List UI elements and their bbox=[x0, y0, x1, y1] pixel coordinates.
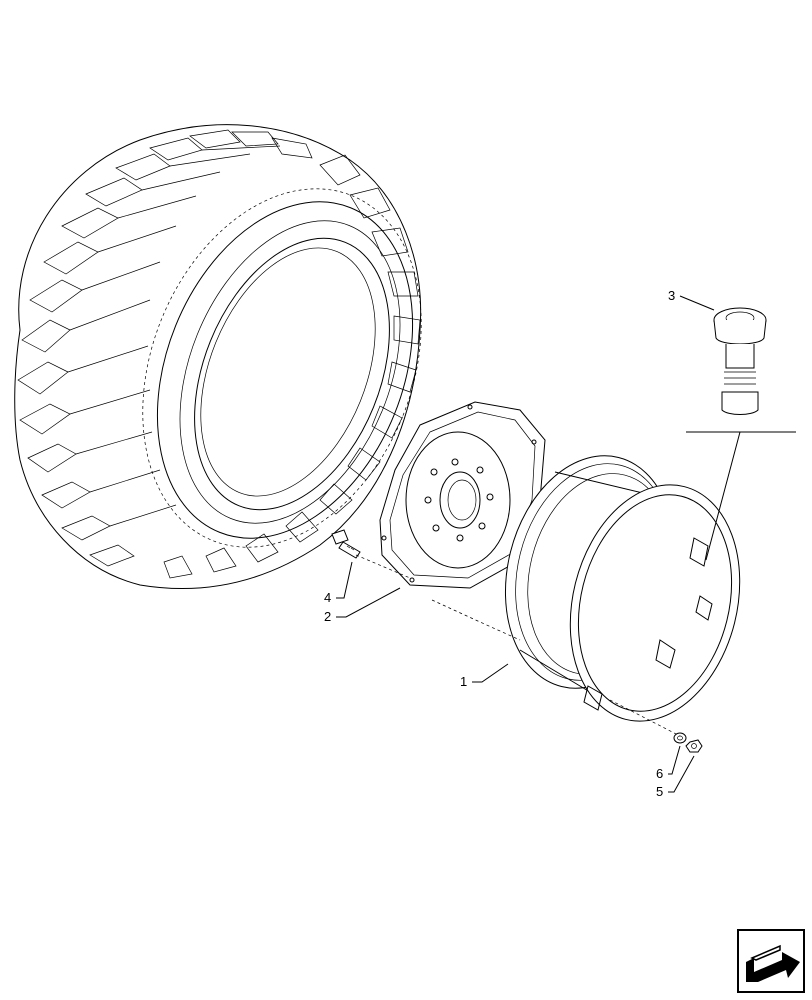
assembly-lines bbox=[355, 431, 796, 737]
callout-3: 3 bbox=[668, 288, 715, 311]
bolt-part bbox=[331, 529, 361, 559]
arrow-navigation-icon[interactable] bbox=[737, 929, 805, 993]
callout-2-label: 2 bbox=[324, 609, 331, 624]
nut-part bbox=[685, 739, 703, 753]
tire-part bbox=[14, 124, 422, 590]
callout-1: 1 bbox=[460, 663, 509, 689]
callout-6: 6 bbox=[656, 745, 681, 781]
callout-5-label: 5 bbox=[656, 784, 663, 799]
callout-1-label: 1 bbox=[460, 674, 467, 689]
callout-4-label: 4 bbox=[324, 590, 331, 605]
callout-6-label: 6 bbox=[656, 766, 663, 781]
valve-part bbox=[713, 307, 767, 415]
callout-4: 4 bbox=[324, 561, 353, 605]
callout-2: 2 bbox=[324, 587, 401, 624]
washer-part bbox=[673, 732, 687, 744]
callout-5: 5 bbox=[656, 755, 695, 799]
callout-3-label: 3 bbox=[668, 288, 675, 303]
rim-part bbox=[504, 455, 741, 722]
wheel-center-disc-part bbox=[379, 401, 546, 589]
